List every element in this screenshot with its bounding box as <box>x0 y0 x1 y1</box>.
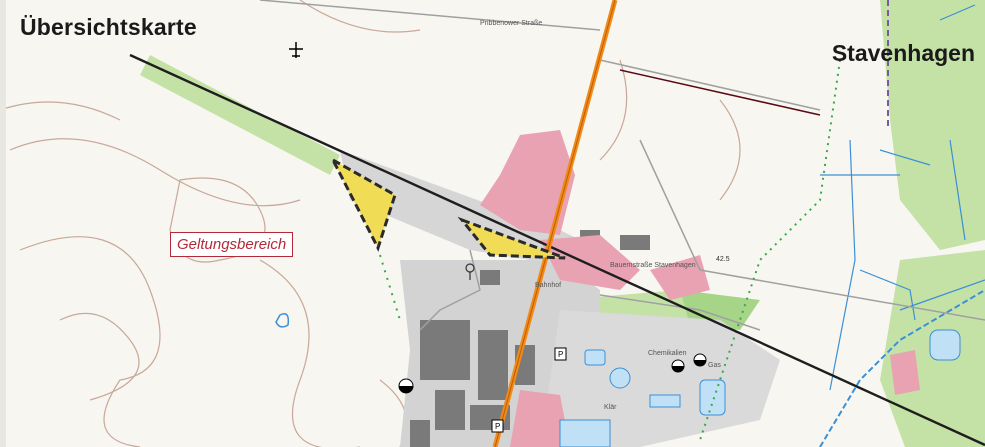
green-dotted-boundary-2 <box>379 254 401 321</box>
plan-area-west <box>329 156 397 252</box>
forest-strip-rail <box>140 55 340 175</box>
place-name: Stavenhagen <box>831 40 975 66</box>
map-title: Übersichtskarte <box>20 14 197 40</box>
area-label: Geltungsbereich <box>170 232 294 257</box>
settlement-south <box>510 390 570 447</box>
airfield-icon <box>289 42 303 58</box>
green-dotted-boundary <box>699 59 841 441</box>
stream-dashed <box>819 289 985 447</box>
forest-area-northeast <box>880 0 985 250</box>
tank-icon-2 <box>671 359 685 373</box>
tank-icon-3 <box>693 353 707 367</box>
sewage-label: Klär <box>604 404 617 411</box>
square-label: Bauernstraße Stavenhagen <box>610 262 696 269</box>
settlement-east <box>650 255 710 300</box>
railway-line <box>129 53 985 447</box>
parking-icon-2 <box>491 419 504 433</box>
settlement-north <box>480 130 575 235</box>
settlement-east2 <box>890 350 920 395</box>
buildings <box>410 230 650 447</box>
gas-label: Gas <box>708 362 721 369</box>
main-road-center <box>494 0 616 447</box>
minor-roads <box>259 0 985 331</box>
plan-area-east <box>457 216 566 260</box>
railway-branch <box>619 69 821 116</box>
elevation-marker: 42.5 <box>716 256 730 263</box>
street-label: Pribbenower Straße <box>480 20 543 27</box>
parking-symbol-2: P <box>495 422 501 431</box>
anchor-icon <box>465 263 475 280</box>
chemicals-label: Chemikalien <box>648 350 687 357</box>
tank-icon <box>398 378 414 394</box>
stream-lines <box>820 4 985 391</box>
parking-icon <box>554 347 567 361</box>
water-features <box>275 313 961 447</box>
parking-symbol: P <box>558 350 564 359</box>
station-label: Bahnhof <box>535 282 562 289</box>
